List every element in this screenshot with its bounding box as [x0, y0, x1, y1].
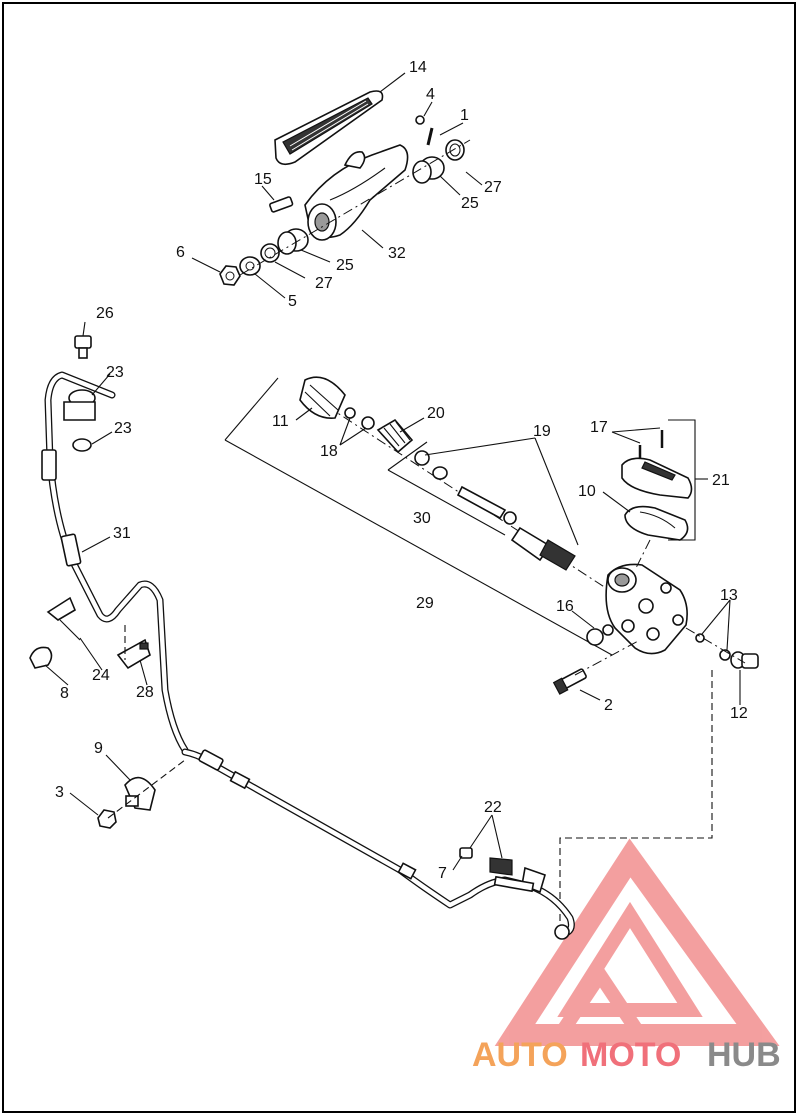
brake-line-31: [41, 371, 189, 754]
boot-11: [299, 376, 346, 419]
callout-17: 17: [590, 419, 608, 436]
callout-28: 28: [136, 684, 154, 701]
bushing-25-right: [412, 156, 445, 184]
brake-hose: [181, 748, 575, 940]
watermark-text: AUTO MOTO HUB: [472, 1036, 781, 1074]
callout-25-left: 25: [336, 257, 354, 274]
callout-5: 5: [288, 293, 297, 310]
watermark-logo: [494, 838, 780, 1046]
washer-27-right: [445, 139, 465, 161]
rings-18: [344, 407, 375, 430]
callout-2: 2: [604, 697, 613, 714]
callout-9: 9: [94, 740, 103, 757]
washer-27-left: [260, 243, 280, 263]
callout-4: 4: [426, 86, 435, 103]
callout-3: 3: [55, 784, 64, 801]
watermark-moto: MOTO: [580, 1036, 681, 1074]
plug-16: [586, 624, 614, 646]
pin-15: [269, 196, 294, 213]
callout-8: 8: [60, 685, 69, 702]
banjo-13-12: [695, 633, 759, 669]
callout-20: 20: [427, 405, 445, 422]
callout-15: 15: [254, 171, 272, 188]
callout-27-right: 27: [484, 179, 502, 196]
bolt-26: [74, 335, 92, 359]
callout-27-left: 27: [315, 275, 333, 292]
screw-2: [552, 668, 587, 695]
callout-19: 19: [533, 423, 551, 440]
clip-4-1: [415, 115, 434, 146]
logo-m-stroke: [554, 962, 646, 1039]
piston-19: [510, 526, 576, 571]
callout-14: 14: [409, 59, 427, 76]
pedal-pad-14: [274, 90, 384, 166]
retainer-19: [414, 450, 448, 480]
reservoir-cover-21: [621, 419, 696, 541]
callout-29: 29: [416, 595, 434, 612]
watermark-hub: HUB: [707, 1036, 781, 1074]
callout-21: 21: [712, 472, 730, 489]
callout-13: 13: [720, 587, 738, 604]
clip-28: [116, 638, 151, 670]
bushing-25-left: [277, 228, 309, 255]
callout-1: 1: [460, 107, 469, 124]
clamp-8: [29, 646, 53, 669]
callout-24: 24: [92, 667, 110, 684]
callout-31: 31: [113, 525, 131, 542]
fitting-22: [459, 847, 546, 894]
callout-23-bottom: 23: [114, 420, 132, 437]
washer-5: [239, 256, 261, 276]
callout-12: 12: [730, 705, 748, 722]
callout-16: 16: [556, 598, 574, 615]
master-cylinder-body: [605, 563, 688, 655]
callout-6: 6: [176, 244, 185, 261]
callout-26: 26: [96, 305, 114, 322]
clip-24: [46, 596, 81, 641]
callout-labels: 14 4 1 15 27 25 32 25 27 5 6 26 23 23 31…: [55, 59, 748, 882]
callout-32: 32: [388, 245, 406, 262]
callout-7: 7: [438, 865, 447, 882]
screw-3: [97, 809, 117, 829]
callout-10: 10: [578, 483, 596, 500]
callout-11: 11: [272, 413, 289, 430]
axis-line-screw2: [574, 639, 641, 676]
callout-30: 30: [413, 510, 431, 527]
watermark-auto: AUTO: [472, 1036, 568, 1074]
hose-routing-dashed: [559, 670, 713, 930]
spring-20: [376, 418, 414, 454]
bracket-29-bottom: [224, 439, 613, 656]
bracket-30: [387, 441, 506, 536]
axis-line-pedal: [239, 139, 471, 276]
callout-25-right: 25: [461, 195, 479, 212]
callout-22: 22: [484, 799, 502, 816]
axis-line-reservoir: [635, 539, 651, 569]
leader-lines: [44, 72, 741, 871]
pushrod-30: [456, 485, 517, 525]
clamp-9: [124, 776, 156, 811]
axis-line-banjo: [685, 627, 746, 664]
callout-18: 18: [320, 443, 338, 460]
nut-6: [219, 265, 241, 286]
axis-line-clamp: [107, 759, 186, 819]
pedal-lever-32: [304, 144, 409, 241]
callout-23-top: 23: [106, 364, 124, 381]
fitting-23: [63, 389, 96, 452]
bracket-29-top: [224, 377, 279, 441]
